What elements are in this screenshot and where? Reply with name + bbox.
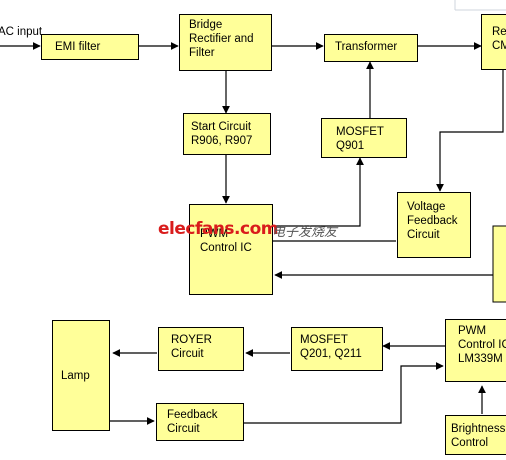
ac-input-label: AC input	[0, 26, 43, 38]
block-text-line: Start Circuit	[191, 121, 252, 133]
transformer-block: Transformer	[324, 34, 418, 62]
block-text-line: Feedback	[167, 409, 218, 421]
block-text-line: Transformer	[335, 41, 398, 53]
pwm-control-ic-block: PWM Control IC	[189, 204, 273, 295]
block-text-line: Control	[451, 437, 489, 449]
block-text-line: Rectifier and	[189, 33, 254, 45]
watermark-logo: elecfans.com	[158, 219, 278, 239]
lamp-block: Lamp	[52, 320, 110, 431]
block-text-line: Voltage	[407, 201, 446, 213]
pwm-control-lm339-block: PWM Control IC LM339M	[445, 319, 506, 382]
watermark-chinese: 电子发烧友	[272, 225, 338, 240]
faint-frame	[454, 0, 506, 11]
block-text-line: Q901	[336, 140, 365, 152]
block-text-line: MOSFET	[336, 126, 384, 138]
block-text-line: Circuit	[407, 229, 440, 241]
block-text-line: Bridge	[189, 19, 223, 31]
block-text-line: CM	[492, 40, 506, 52]
block-text-line: R906, R907	[191, 135, 253, 147]
emi-filter-block: EMI filter	[41, 34, 139, 60]
block-text-line: EMI filter	[55, 41, 101, 53]
block-text-line: Circuit	[171, 348, 204, 360]
block-text-line: Brightness	[451, 423, 506, 435]
block-text-line: Feedback	[407, 215, 458, 227]
connector-rectifier-to-voltage-feedback	[436, 70, 504, 192]
block-text-line: Control IC	[200, 242, 252, 254]
mosfet-q201-block: MOSFET Q201, Q211	[291, 327, 383, 371]
block-text-line: Control IC	[458, 339, 506, 351]
block-text-line: Lamp	[61, 370, 90, 382]
block-text-line: Q201, Q211	[300, 348, 362, 360]
connector-feedback-to-lm339	[243, 362, 444, 424]
block-text-line: LM339M	[458, 353, 503, 365]
block-text-line: PWM	[458, 325, 487, 337]
rectifier-block-partial: ReCM	[481, 14, 506, 70]
royer-circuit-block: ROYER Circuit	[158, 327, 244, 371]
block-text-line: PWM	[200, 228, 229, 240]
block-text-line: Re	[492, 26, 506, 38]
block-text-line: MOSFET	[300, 334, 348, 346]
block-text-line: Filter	[189, 47, 215, 59]
block-text-line: Circuit	[167, 423, 200, 435]
connector-pwm-to-mosfet	[273, 157, 364, 227]
block-text-line: ROYER	[171, 334, 212, 346]
right-edge-block	[492, 225, 506, 303]
mosfet-q901-block: MOSFET Q901	[321, 118, 407, 158]
